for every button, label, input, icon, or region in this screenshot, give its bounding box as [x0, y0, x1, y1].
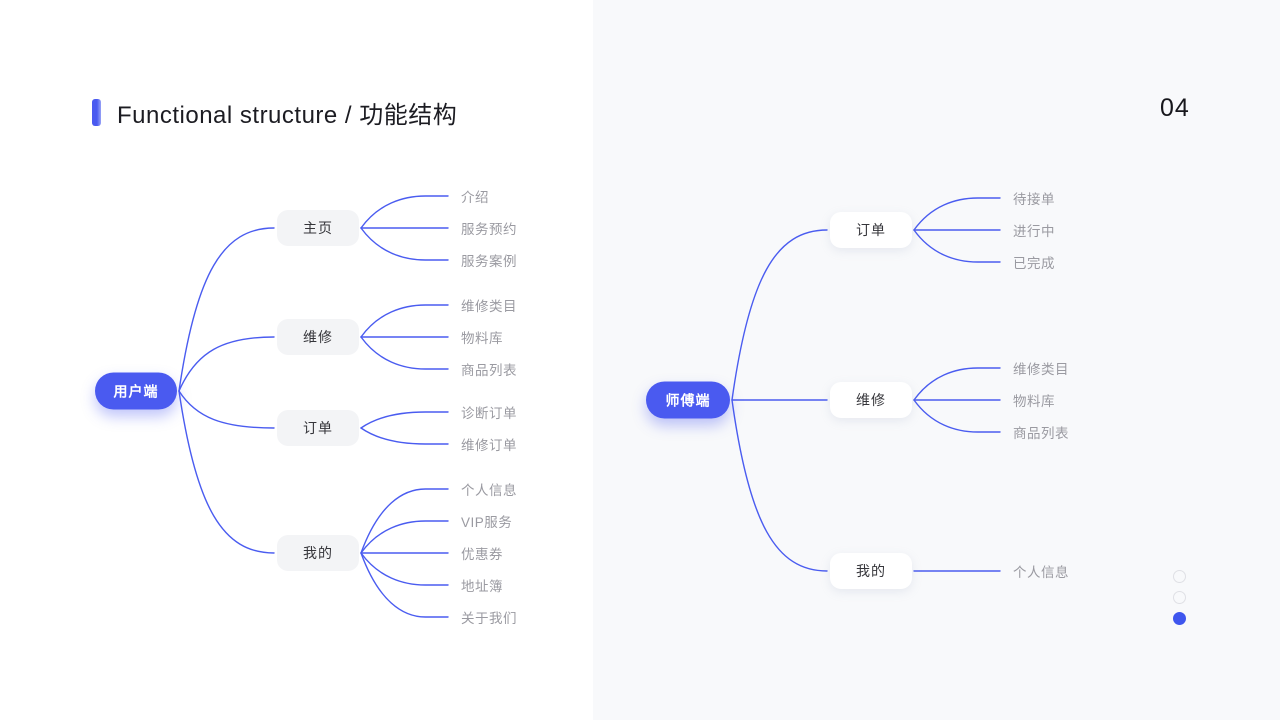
pagination-dot-active[interactable]	[1173, 612, 1186, 625]
leaf-label: 维修类目	[1013, 362, 1069, 377]
leaf-label: 服务案例	[461, 254, 517, 269]
connector-line	[178, 336, 275, 392]
leaf-label: 商品列表	[1013, 426, 1069, 441]
branch-node: 维修	[830, 382, 912, 418]
connector-line	[360, 488, 449, 554]
leaf-label: 服务预约	[461, 222, 517, 237]
leaf-label: 优惠券	[461, 547, 503, 562]
leaf-label: 个人信息	[461, 483, 517, 498]
branch-node: 订单	[277, 410, 359, 446]
leaf-label: 已完成	[1013, 256, 1055, 271]
pagination-dot[interactable]	[1173, 570, 1186, 583]
connector-line	[360, 552, 449, 586]
branch-node: 主页	[277, 210, 359, 246]
branch-node: 维修	[277, 319, 359, 355]
leaf-label: 待接单	[1013, 192, 1055, 207]
connector-line	[360, 552, 449, 618]
connector-line	[360, 195, 449, 229]
connector-line	[178, 227, 275, 392]
connector-line	[360, 411, 449, 429]
connector-line	[360, 336, 449, 370]
right-panel-background	[593, 0, 1280, 720]
branch-node: 我的	[277, 535, 359, 571]
tree-root-node: 用户端	[95, 372, 177, 410]
leaf-label: 进行中	[1013, 224, 1055, 239]
connector-line	[360, 520, 449, 554]
page-title: Functional structure / 功能结构	[117, 102, 458, 129]
pagination-dot[interactable]	[1173, 591, 1186, 604]
leaf-label: 关于我们	[461, 611, 517, 626]
pagination-dots	[1173, 570, 1186, 625]
page-number: 04	[1160, 94, 1190, 122]
connector-line	[360, 227, 449, 261]
title-accent-bar	[92, 99, 101, 126]
tree-root-node: 师傅端	[646, 381, 730, 419]
leaf-label: 商品列表	[461, 363, 517, 378]
connector-line	[178, 390, 275, 429]
leaf-label: 地址簿	[461, 579, 503, 594]
slide-title: Functional structure / 功能结构	[92, 95, 457, 130]
leaf-label: 介绍	[461, 190, 489, 205]
leaf-label: 物料库	[461, 331, 503, 346]
connector-line	[360, 304, 449, 338]
leaf-label: 维修订单	[461, 438, 517, 453]
branch-node: 订单	[830, 212, 912, 248]
leaf-label: 维修类目	[461, 299, 517, 314]
leaf-label: 个人信息	[1013, 565, 1069, 580]
leaf-label: 物料库	[1013, 394, 1055, 409]
connector-line	[178, 390, 275, 554]
leaf-label: VIP服务	[461, 515, 513, 530]
branch-node: 我的	[830, 553, 912, 589]
connector-line	[360, 427, 449, 445]
leaf-label: 诊断订单	[461, 406, 517, 421]
